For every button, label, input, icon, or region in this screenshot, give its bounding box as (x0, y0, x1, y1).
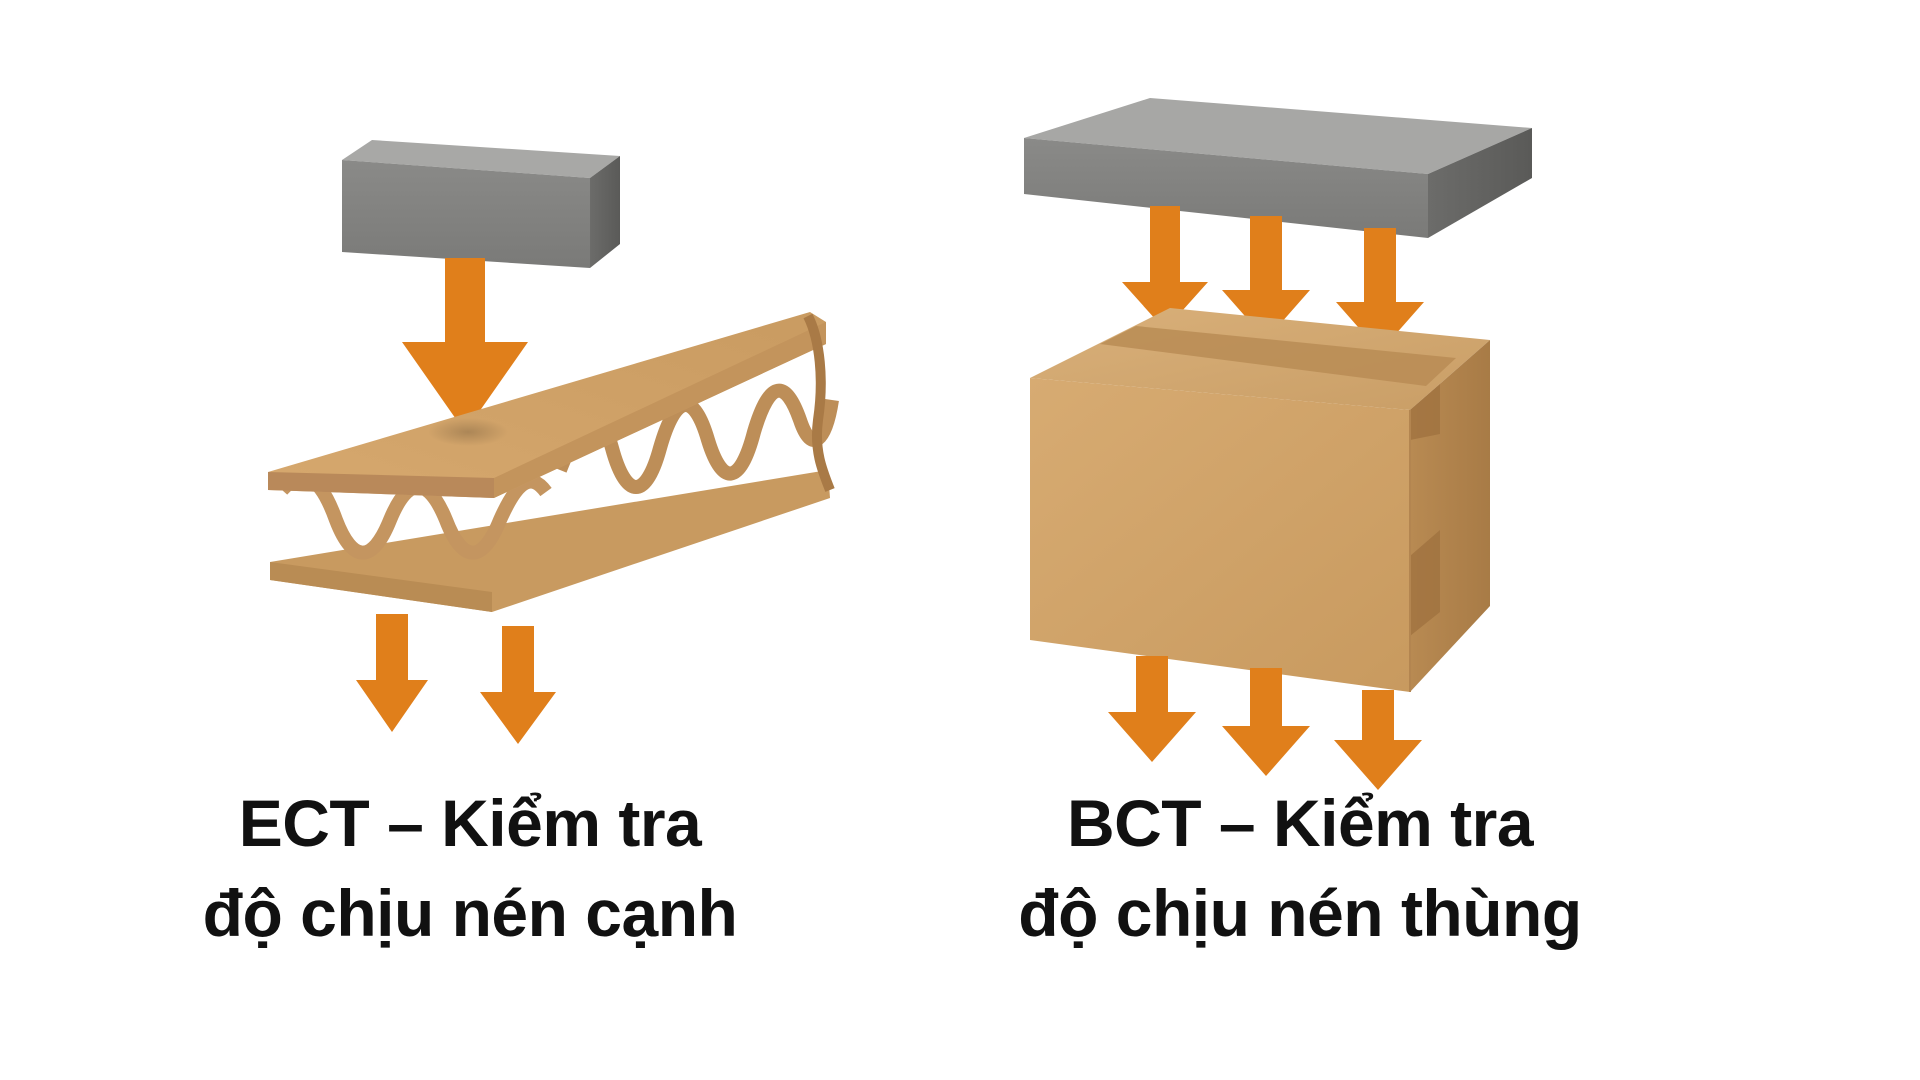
ect-illustration (268, 140, 839, 744)
ect-caption-line-1: ECT – Kiểm tra (238, 786, 702, 860)
ect-reaction-arrow-2-icon (480, 626, 556, 744)
ect-corrugated-board (268, 312, 839, 612)
bct-reaction-arrow-1-icon (1108, 656, 1196, 762)
bct-load-arrow-2-icon (1222, 216, 1310, 340)
bct-caption-line-1: BCT – Kiểm tra (1066, 786, 1534, 860)
bct-illustration (1024, 98, 1532, 790)
bct-reaction-arrow-2-icon (1222, 668, 1310, 776)
bct-caption: BCT – Kiểm tra độ chịu nén thùng (920, 778, 1680, 958)
ect-caption-line-2: độ chịu nén cạnh (202, 876, 738, 950)
bct-load-arrow-1-icon (1122, 206, 1208, 330)
bct-reaction-arrow-3-icon (1334, 690, 1422, 790)
ect-arrow-down-icon (402, 258, 528, 432)
bct-load-arrow-3-icon (1336, 228, 1424, 352)
ect-caption: ECT – Kiểm tra độ chịu nén cạnh (130, 778, 810, 958)
bct-cardboard-box (1030, 308, 1490, 692)
ect-reaction-arrow-1-icon (356, 614, 428, 732)
ect-weight-block (342, 140, 620, 268)
bct-caption-line-2: độ chịu nén thùng (1018, 876, 1582, 950)
bct-weight-plate (1024, 98, 1532, 238)
